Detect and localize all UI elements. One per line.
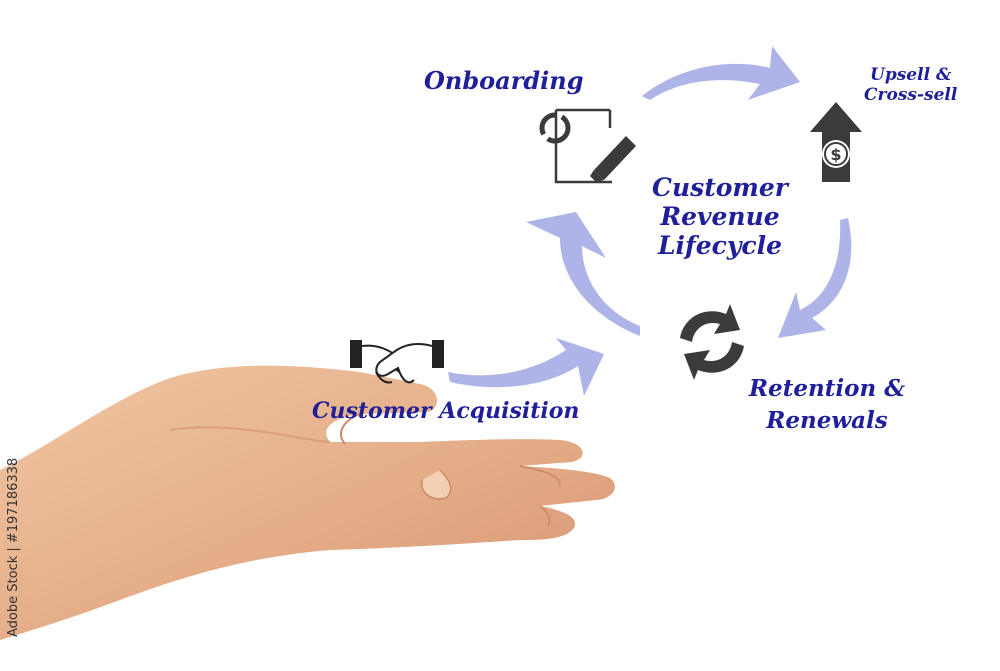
arrow-upsell-to-retention xyxy=(778,218,852,338)
hands-image xyxy=(0,365,615,640)
handshake-icon xyxy=(350,340,444,384)
stage-label-upsell: Upsell & Cross-sell xyxy=(864,65,958,105)
stage-label-retention: Retention & Renewals xyxy=(744,375,910,435)
renewal-cycle-icon xyxy=(680,304,744,380)
arrow-to-onboarding xyxy=(526,212,640,336)
title-line-2: Revenue xyxy=(660,201,780,231)
diagram-title: Customer Revenue Lifecycle xyxy=(640,173,800,260)
svg-text:$: $ xyxy=(830,145,841,164)
retention-line-2: Renewals xyxy=(766,407,888,435)
upsell-line-1: Upsell & xyxy=(870,65,952,85)
stage-label-acquisition: Customer Acquisition xyxy=(312,398,580,424)
title-line-3: Lifecycle xyxy=(657,230,783,260)
arrow-onboarding-to-upsell xyxy=(642,46,800,100)
upsell-dollar-arrow-icon: $ xyxy=(810,102,862,182)
title-line-1: Customer xyxy=(652,173,788,202)
arrow-acquisition-to-cycle xyxy=(448,338,604,396)
cycle-arrows xyxy=(448,46,852,396)
stage-label-onboarding: Onboarding xyxy=(424,66,584,95)
retention-line-1: Retention & xyxy=(749,375,905,402)
refresh-document-edit-icon xyxy=(539,108,636,184)
stock-watermark-text: Adobe Stock | #197186338 xyxy=(6,457,21,638)
upsell-line-2: Cross-sell xyxy=(864,84,958,105)
